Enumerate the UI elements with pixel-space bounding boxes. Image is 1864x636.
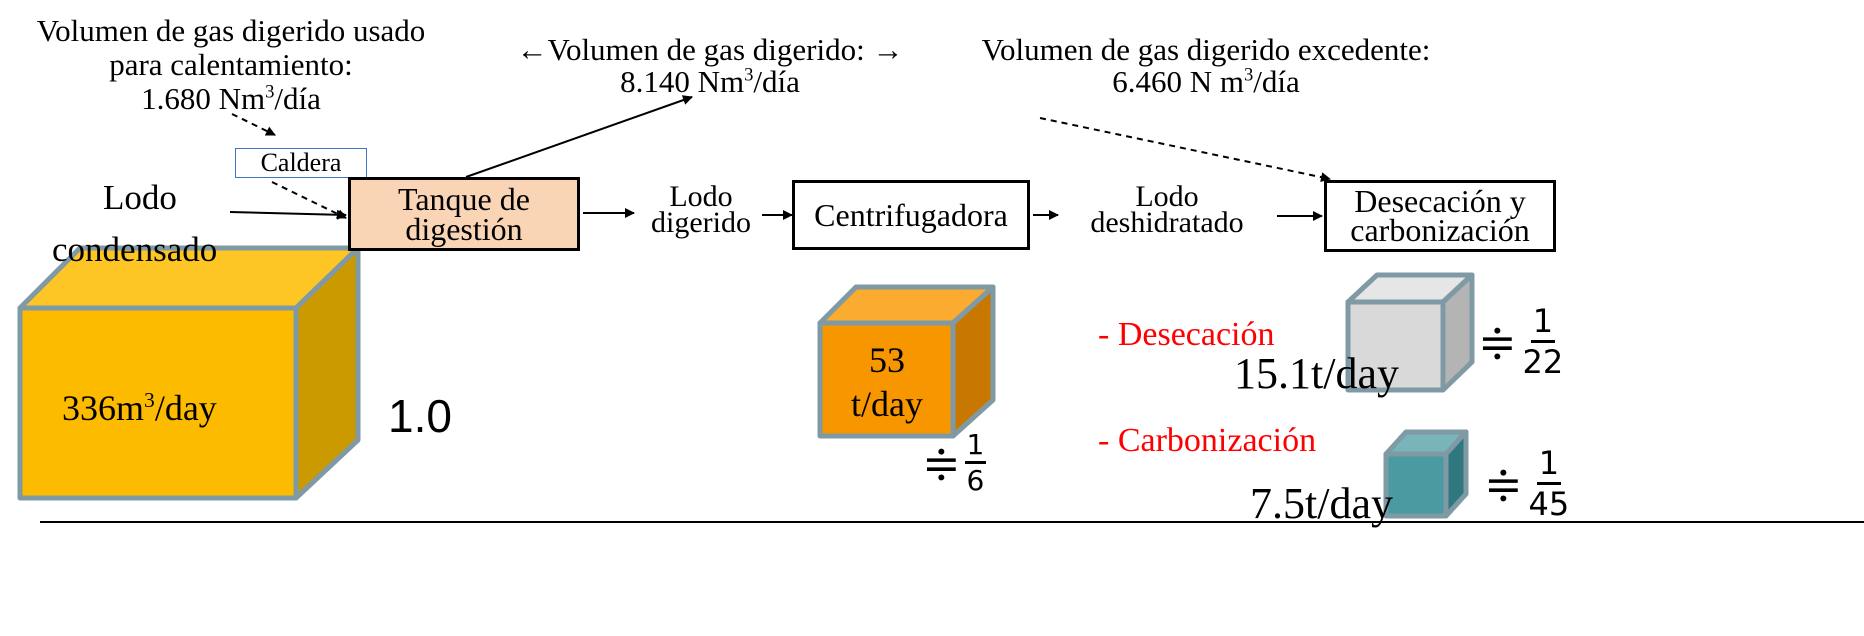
cake-ratio-numerator: 1	[965, 428, 987, 464]
input-ratio-label: 1.0	[388, 393, 452, 439]
boiler-label: Caldera	[261, 151, 342, 176]
digestion-tank-box: Tanque de digestión	[348, 177, 580, 251]
centrifuge-box: Centrifugadora	[792, 180, 1030, 250]
input-volume-label: 336m3/day	[62, 390, 217, 426]
digested-sludge-line2: digerido	[636, 210, 766, 236]
total-gas-value: 8.140 Nm3/día	[490, 66, 930, 98]
surplus-gas-label: Volumen de gas digerido excedente: 6.460…	[936, 34, 1476, 98]
drying-ratio-numerator: 1	[1531, 302, 1555, 343]
surplus-gas-value: 6.460 N m3/día	[936, 66, 1476, 98]
input-sludge-label-line2: condensado	[52, 232, 217, 267]
input-sludge-cube	[20, 248, 358, 498]
carbonization-weight-label: 7.5t/day	[1250, 482, 1393, 526]
drying-carbonization-box: Desecación y carbonización	[1324, 180, 1556, 252]
approx-symbol: ≑	[1478, 315, 1517, 369]
arrow-heating-gas-to-boiler	[232, 114, 275, 135]
input-sludge-label-line1: Lodo	[103, 180, 177, 215]
drying-ratio: ≑ 1 22	[1478, 302, 1565, 381]
dewatered-sludge-label: Lodo deshidratado	[1060, 184, 1274, 236]
cake-weight-label: 53 t/day	[822, 338, 952, 426]
cake-weight-line2: t/day	[822, 382, 952, 426]
approx-symbol: ≑	[922, 436, 961, 490]
drying-carbonization-line2: carbonización	[1350, 216, 1529, 245]
drying-weight-label: 15.1t/day	[1234, 352, 1399, 396]
drying-ratio-denominator: 22	[1521, 343, 1566, 381]
digestion-tank-label-line2: digestión	[405, 214, 522, 244]
total-gas-line1: ←Volumen de gas digerido: →	[490, 34, 930, 66]
carbonization-ratio: ≑ 1 45	[1484, 444, 1571, 523]
carbonization-ratio-denominator: 45	[1527, 485, 1572, 523]
surplus-gas-line1: Volumen de gas digerido excedente:	[936, 34, 1476, 66]
heating-gas-line2: para calentamiento:	[0, 48, 462, 82]
total-gas-label: ←Volumen de gas digerido: → 8.140 Nm3/dí…	[490, 34, 930, 98]
heating-gas-line1: Volumen de gas digerido usado	[0, 14, 462, 48]
digestion-tank-label-line1: Tanque de	[398, 184, 530, 214]
arrow-digester-gas	[466, 97, 692, 177]
cake-ratio-denominator: 6	[965, 464, 987, 497]
cake-ratio: ≑ 1 6	[922, 428, 986, 497]
approx-symbol: ≑	[1484, 457, 1523, 511]
carbonization-label: - Carbonización	[1098, 424, 1316, 458]
carbonization-ratio-numerator: 1	[1537, 444, 1561, 485]
dewatered-sludge-line2: deshidratado	[1060, 210, 1274, 236]
cake-weight-line1: 53	[822, 338, 952, 382]
centrifuge-label: Centrifugadora	[814, 200, 1008, 230]
arrow-input-to-digester	[230, 212, 346, 215]
carbonized-cube	[1386, 432, 1466, 516]
heating-gas-label: Volumen de gas digerido usado para calen…	[0, 14, 462, 116]
heating-gas-value: 1.680 Nm3/día	[0, 82, 462, 116]
drying-label: - Desecación	[1098, 318, 1275, 352]
boiler-box: Caldera	[235, 148, 367, 178]
digested-sludge-label: Lodo digerido	[636, 184, 766, 236]
arrow-surplus-gas-to-drying	[1040, 118, 1330, 179]
